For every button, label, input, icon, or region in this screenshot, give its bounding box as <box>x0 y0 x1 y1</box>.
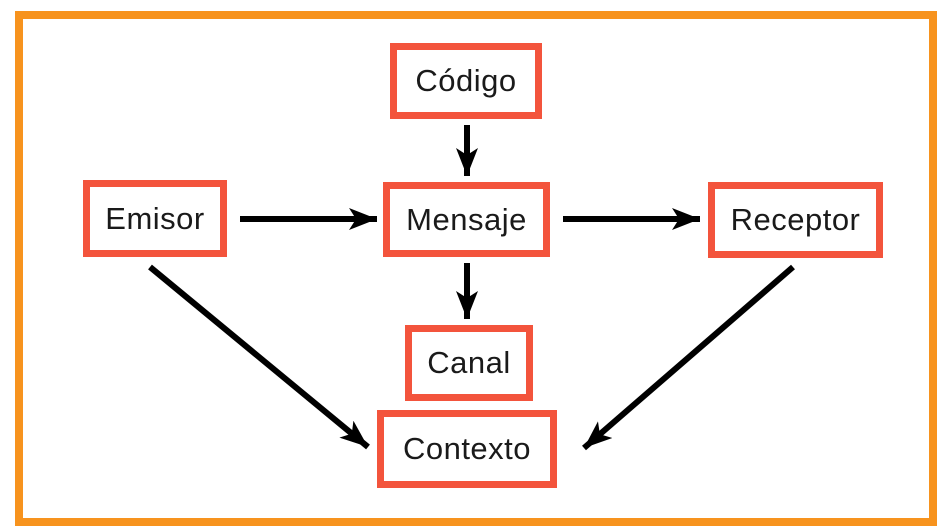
node-codigo-label: Código <box>415 63 517 98</box>
node-contexto: Contexto <box>377 410 557 488</box>
outer-frame <box>15 11 937 526</box>
node-receptor-label: Receptor <box>730 202 861 237</box>
node-emisor: Emisor <box>83 180 227 257</box>
node-canal: Canal <box>405 325 533 401</box>
edge-emisor-contexto <box>148 264 370 450</box>
edge-receptor-contexto <box>582 264 795 451</box>
node-contexto-label: Contexto <box>402 431 532 466</box>
node-mensaje-label: Mensaje <box>406 201 527 237</box>
node-emisor-label: Emisor <box>105 200 205 236</box>
node-canal-label: Canal <box>427 345 511 380</box>
node-receptor: Receptor <box>708 182 883 258</box>
node-mensaje: Mensaje <box>383 182 550 257</box>
node-codigo: Código <box>390 43 542 119</box>
